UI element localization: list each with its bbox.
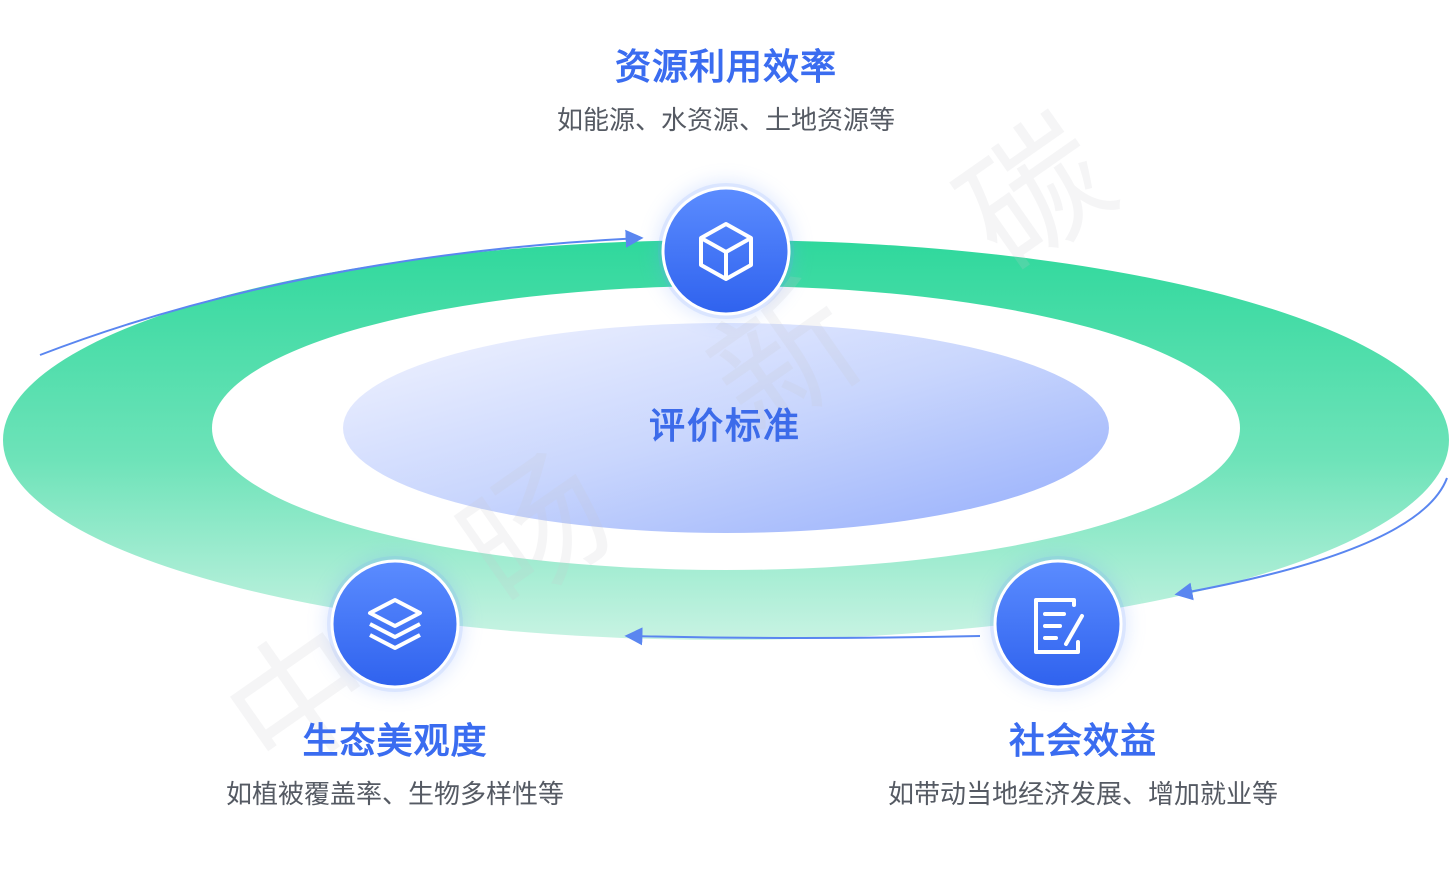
node-title: 资源利用效率 bbox=[614, 47, 837, 88]
node-description: 如能源、水资源、土地资源等 bbox=[556, 106, 895, 136]
label-block-resource: 资源利用效率 如能源、水资源、土地资源等 bbox=[476, 46, 976, 138]
node-ecology bbox=[327, 556, 463, 692]
document-edit-icon bbox=[1034, 598, 1084, 654]
node-title: 生态美观度 bbox=[302, 721, 488, 762]
cube-icon bbox=[699, 222, 753, 281]
inner-ellipse bbox=[343, 323, 1109, 533]
outer-ring bbox=[3, 240, 1449, 640]
label-block-social: 社会效益 如带动当地经济发展、增加就业等 bbox=[808, 720, 1358, 812]
flow-arrow-right bbox=[1174, 477, 1448, 601]
flow-arrow-bottom bbox=[624, 627, 981, 646]
node-description: 如植被覆盖率、生物多样性等 bbox=[225, 780, 564, 810]
flow-arrow-top bbox=[39, 229, 644, 356]
node-title: 社会效益 bbox=[1008, 721, 1157, 762]
label-block-ecology: 生态美观度 如植被覆盖率、生物多样性等 bbox=[145, 720, 645, 812]
layers-icon bbox=[368, 598, 422, 650]
node-description: 如带动当地经济发展、增加就业等 bbox=[887, 780, 1278, 810]
node-resource bbox=[658, 183, 794, 319]
node-social bbox=[990, 556, 1126, 692]
center-label: 评价标准 bbox=[648, 406, 801, 447]
